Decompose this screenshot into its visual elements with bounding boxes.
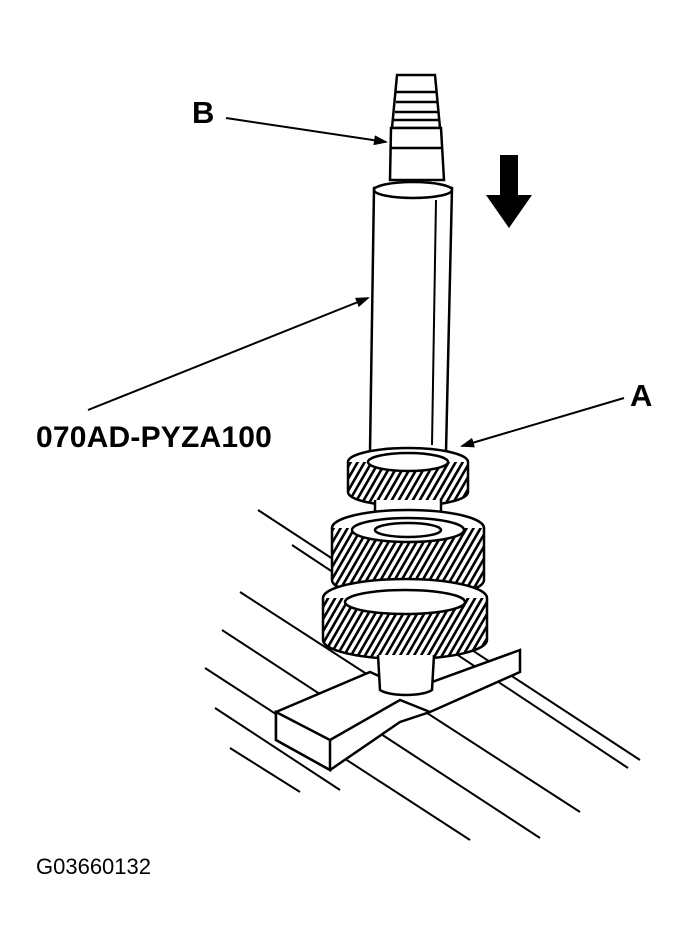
callout-a: A [630, 378, 653, 413]
callout-b: B [192, 95, 215, 130]
support-block [274, 648, 522, 773]
down-arrow-icon [486, 155, 532, 228]
driver-attachment [368, 180, 454, 461]
gear-stack [321, 446, 489, 697]
leader-b [225, 117, 388, 146]
figure-id: G03660132 [36, 854, 151, 879]
leader-lines [87, 117, 625, 448]
tool-number-label: 070AD-PYZA100 [36, 421, 273, 454]
leader-tool [87, 297, 370, 411]
leader-a [460, 397, 625, 448]
driver-handle [388, 73, 446, 182]
